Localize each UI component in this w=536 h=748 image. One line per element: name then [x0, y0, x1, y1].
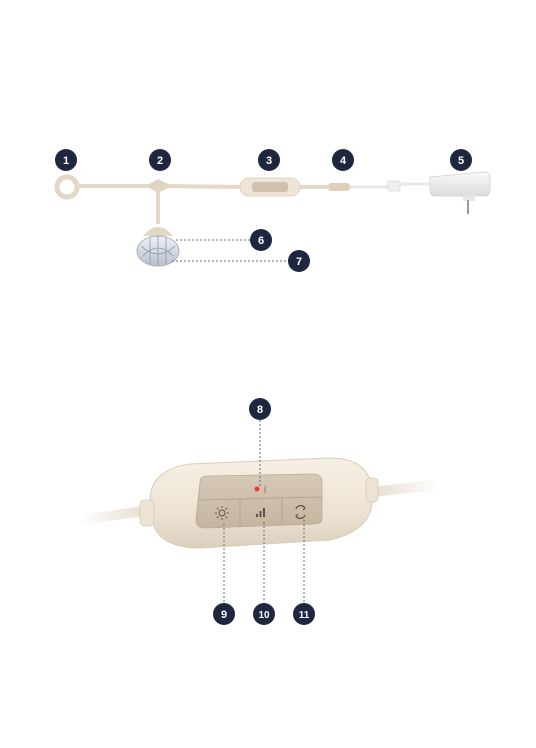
- adapter-base: [463, 195, 475, 201]
- callout-circle: [288, 250, 310, 272]
- button-panel: [195, 473, 323, 529]
- controller-cable-right: [367, 479, 445, 497]
- cable-connector: [328, 183, 350, 191]
- callout-number: 7: [296, 256, 302, 268]
- controller-cable-left: [73, 505, 155, 525]
- cycle-icon: [295, 505, 306, 519]
- light-string-assembly: [54, 171, 491, 267]
- pendant-facets: [140, 236, 176, 266]
- signal-icon: [256, 508, 265, 517]
- callout-number: 9: [221, 609, 227, 621]
- led-indicator: [254, 486, 260, 492]
- strain-relief-right: [365, 477, 379, 503]
- callout-circle: [55, 149, 77, 171]
- callout-circle: [149, 149, 171, 171]
- callout-badge-8: 8: [249, 398, 271, 420]
- callout-badge-1: 1: [55, 149, 77, 171]
- controller-closeup: ᛒ: [73, 457, 445, 549]
- top-leader-lines: [172, 239, 288, 262]
- callout-number: 5: [458, 155, 464, 167]
- callout-number: 10: [258, 610, 270, 621]
- callout-badge-3: 3: [258, 149, 280, 171]
- callout-number: 8: [257, 404, 263, 416]
- socket-splitter: [146, 179, 172, 193]
- callout-number: 3: [266, 155, 272, 167]
- strain-relief-left: [139, 499, 155, 527]
- callout-badge-4: 4: [332, 149, 354, 171]
- callout-circle: [332, 149, 354, 171]
- callout-badge-10: 10: [253, 603, 275, 625]
- callout-badge-6: 6: [250, 229, 272, 251]
- callout-number: 4: [340, 155, 347, 167]
- callout-circle: [258, 149, 280, 171]
- callout-circle: [253, 603, 275, 625]
- callout-number: 6: [258, 235, 264, 247]
- bluetooth-icon: ᛒ: [263, 485, 268, 494]
- callout-badge-11: 11: [293, 603, 315, 625]
- callout-badge-9: 9: [213, 603, 235, 625]
- callout-number: 11: [299, 610, 310, 621]
- callout-circle: [250, 229, 272, 251]
- callout-number: 1: [63, 155, 69, 167]
- callout-number: 2: [157, 155, 163, 167]
- closeup-leader-lines: [223, 420, 305, 602]
- callout-badge-2: 2: [149, 149, 171, 171]
- callout-badges: 1 2 3 4 5 6 7 8 9 10 11: [55, 149, 472, 625]
- inline-controller-panel: [252, 182, 288, 192]
- brightness-icon: [215, 506, 229, 520]
- callout-circle: [213, 603, 235, 625]
- callout-circle: [293, 603, 315, 625]
- callout-badge-7: 7: [288, 250, 310, 272]
- hanging-ring: [54, 174, 80, 200]
- callout-circle: [249, 398, 271, 420]
- cable-ferrite: [387, 180, 401, 192]
- callout-badge-5: 5: [450, 149, 472, 171]
- callout-circle: [450, 149, 472, 171]
- power-adapter: [429, 171, 491, 197]
- pendant-cap: [143, 227, 173, 236]
- panel-divider-h: [197, 496, 323, 501]
